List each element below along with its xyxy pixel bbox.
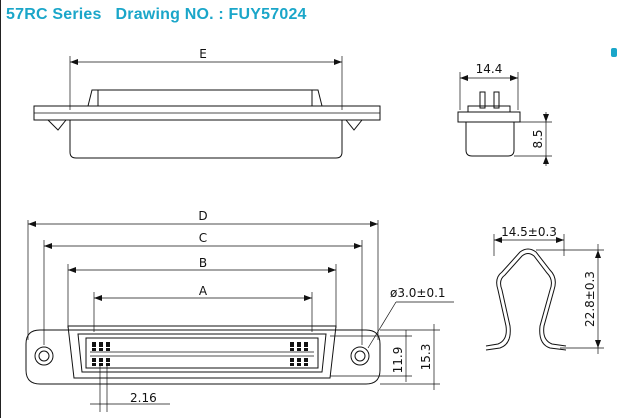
dim-clip-width: 14.5±0.3 <box>501 225 557 239</box>
side-view: 14.4 8.5 <box>457 62 552 166</box>
top-view: E <box>33 47 381 159</box>
drawing-number: Drawing NO. : FUY57024 <box>115 6 307 23</box>
dim-hole-diameter: ø3.0±0.1 <box>390 286 446 300</box>
dim-width-side: 14.4 <box>476 62 503 76</box>
dim-e-label: E <box>199 47 207 61</box>
dim-h1: 11.9 <box>391 347 405 374</box>
dim-clip-height: 22.8±0.3 <box>583 271 597 327</box>
drawing-title: 57RC Series Drawing NO. : FUY57024 <box>6 6 307 24</box>
dim-pitch: 2.16 <box>130 391 157 405</box>
dim-b-label: B <box>199 256 207 270</box>
series-label: 57RC Series <box>6 6 102 23</box>
dim-a-label: A <box>199 284 208 298</box>
clip-view: 14.5±0.3 22.8±0.3 <box>485 225 604 354</box>
left-frame-border <box>0 0 1 418</box>
dim-height-side: 8.5 <box>531 129 545 148</box>
contacts-right <box>290 342 308 366</box>
edge-marker <box>611 48 617 57</box>
contacts-left <box>92 342 110 366</box>
dim-h2: 15.3 <box>419 344 433 371</box>
dim-c-label: C <box>199 231 207 245</box>
front-view: D C B A <box>25 209 454 412</box>
dim-d-label: D <box>198 209 207 223</box>
